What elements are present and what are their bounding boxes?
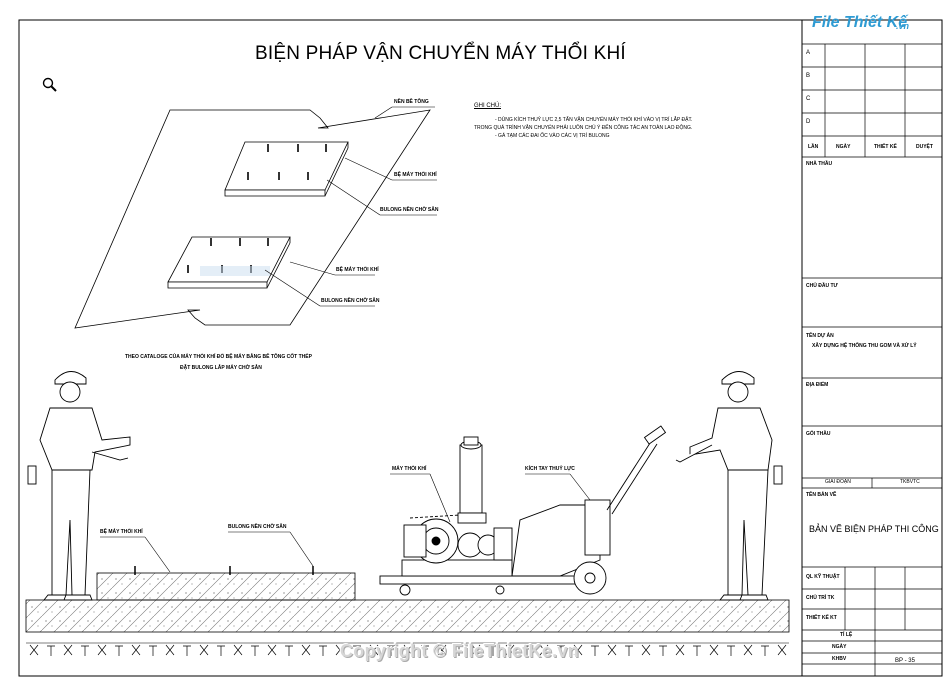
catalog-note-2: ĐẶT BULONG LẮP MÁY CHỜ SẴN	[180, 365, 262, 371]
plan-leaders	[264, 106, 437, 307]
rev-header-ngay: NGÀY	[836, 144, 851, 150]
notes-line-1: - DÙNG KÍCH THUỶ LỰC 2,5 TẤN VẬN CHUYỂN …	[495, 117, 693, 123]
tb-chu-tri: CHỦ TRÌ TK	[806, 595, 835, 601]
tb-giai-doan: GIAI ĐOẠN	[825, 479, 851, 485]
rev-d: D	[806, 119, 811, 125]
tb-chu-dau-tu: CHỦ ĐẦU TƯ	[806, 283, 838, 289]
elevation-leaders	[100, 473, 591, 573]
rev-header-duyet: DUYỆT	[916, 144, 933, 150]
label-kich-tay: KÍCH TAY THUỶ LỰC	[525, 466, 575, 472]
label-be-may-1: BỆ MÁY THỔI KHÍ	[394, 172, 437, 178]
rev-a: A	[806, 50, 811, 56]
tb-ti-le: TỈ LỆ	[840, 632, 853, 638]
tb-goi-thau: GÓI THẦU	[806, 431, 831, 437]
bolts-upper	[247, 144, 327, 180]
tb-du-an-value: XÂY DỰNG HỆ THỐNG THU GOM VÀ XỬ LÝ	[812, 343, 917, 349]
tb-sheet-no: BP - 35	[895, 658, 915, 664]
drawing-title: BIỆN PHÁP VẬN CHUYỂN MÁY THỔI KHÍ	[255, 43, 626, 64]
tb-ten-du-an: TÊN DỰ ÁN	[806, 333, 834, 339]
label-may-thoi-khi: MÁY THỔI KHÍ	[392, 466, 427, 472]
tb-khbv: KHBV	[832, 656, 847, 662]
tb-tkbvtc: TKBVTC	[900, 479, 920, 485]
brand-logo: File Thiết Kế .vn	[812, 14, 932, 36]
title-block	[802, 43, 942, 676]
tb-ten-ban-ve: TÊN BẢN VẼ	[806, 492, 837, 498]
worker-left	[27, 371, 131, 601]
tb-nha-thau: NHÀ THẦU	[806, 161, 833, 167]
tb-ban-ve-value: BẢN VẼ BIỆN PHÁP THI CÔNG	[809, 524, 939, 534]
notes-heading: GHI CHÚ:	[474, 103, 501, 109]
notes-line-2: TRONG QUÁ TRÌNH VẬN CHUYỂN PHẢI LUÔN CHÚ…	[474, 125, 693, 131]
tb-ngay: NGÀY	[832, 644, 847, 650]
sheet-frame	[18, 19, 943, 677]
label-bulong-3: BULONG NỀN CHỜ SẴN	[228, 524, 287, 530]
ground-section	[25, 572, 790, 644]
rev-b: B	[806, 73, 811, 79]
notes-line-3: - GÁ TẠM CÁC ĐAI ỐC VÀO CÁC VỊ TRÍ BULON…	[495, 133, 610, 139]
rev-header-thiet-ke: THIẾT KẾ	[874, 144, 897, 150]
elevation-bolts	[134, 566, 314, 575]
label-bulong-1: BULONG NỀN CHỜ SẴN	[380, 207, 439, 213]
brand-suffix: .vn	[896, 21, 910, 31]
worker-right	[675, 371, 783, 601]
slab-plan	[74, 109, 431, 329]
pallet-jack	[379, 425, 667, 596]
rev-c: C	[806, 96, 811, 102]
label-be-may-2: BỆ MÁY THỔI KHÍ	[336, 267, 379, 273]
label-nen-be-tong: NỀN BÊ TÔNG	[394, 99, 429, 105]
catalog-note-1: THEO CATALOGE CỦA MÁY THỔI KHÍ ĐỔ BỆ MÁY…	[125, 354, 312, 360]
watermark: Copyright © FileThietKe.vn	[340, 641, 580, 661]
blower-machine	[401, 436, 513, 577]
label-bulong-2: BULONG NỀN CHỜ SẴN	[321, 298, 380, 304]
brand-name: File Thiết Kế	[812, 14, 908, 31]
label-be-may-3: BỆ MÁY THỔI KHÍ	[100, 529, 143, 535]
tb-ql-ky-thuat: QL KỸ THUẬT	[806, 574, 840, 580]
tb-dia-diem: ĐỊA ĐIỂM	[806, 382, 829, 388]
rev-header-lan: LẦN	[808, 144, 819, 150]
magnifier-icon[interactable]	[42, 77, 58, 93]
earth-symbols	[29, 644, 787, 656]
tb-thiet-ke-kt: THIẾT KẾ KT	[806, 615, 837, 621]
